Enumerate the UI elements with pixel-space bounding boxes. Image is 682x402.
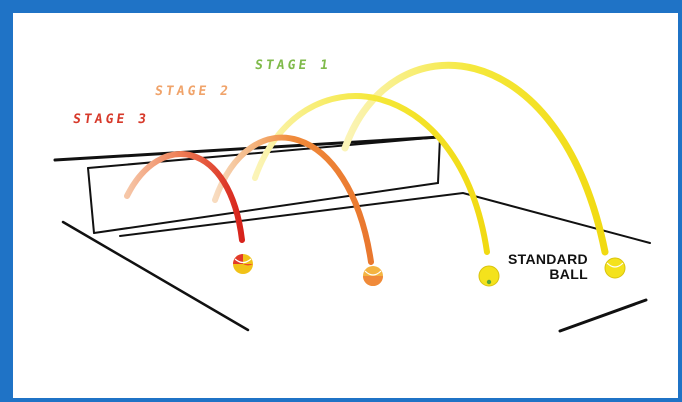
net-right-post <box>437 136 441 184</box>
stage1-trajectory-inner <box>252 93 490 255</box>
net-left-post <box>87 167 95 234</box>
stage1-trajectory <box>341 61 609 256</box>
stage2-trajectory <box>212 134 374 265</box>
stage2-label: STAGE 2 <box>153 84 232 99</box>
sideline-right <box>558 298 648 333</box>
standard-ball-label: STANDARD BALL <box>508 252 588 282</box>
standard-ball-label-line1: STANDARD <box>508 251 588 267</box>
service-line <box>119 191 651 244</box>
stage1-ball <box>478 265 500 287</box>
stage3-ball <box>233 254 253 274</box>
stage2-ball <box>363 266 383 286</box>
stage3-trajectory <box>124 151 245 243</box>
net-bottom <box>93 182 439 234</box>
court-lines <box>53 135 651 333</box>
stage3-label: STAGE 3 <box>71 112 150 127</box>
sideline-left <box>61 220 250 332</box>
stage1-label: STAGE 1 <box>253 58 332 73</box>
standard-ball-label-line2: BALL <box>549 266 588 282</box>
standard-ball <box>604 257 626 279</box>
